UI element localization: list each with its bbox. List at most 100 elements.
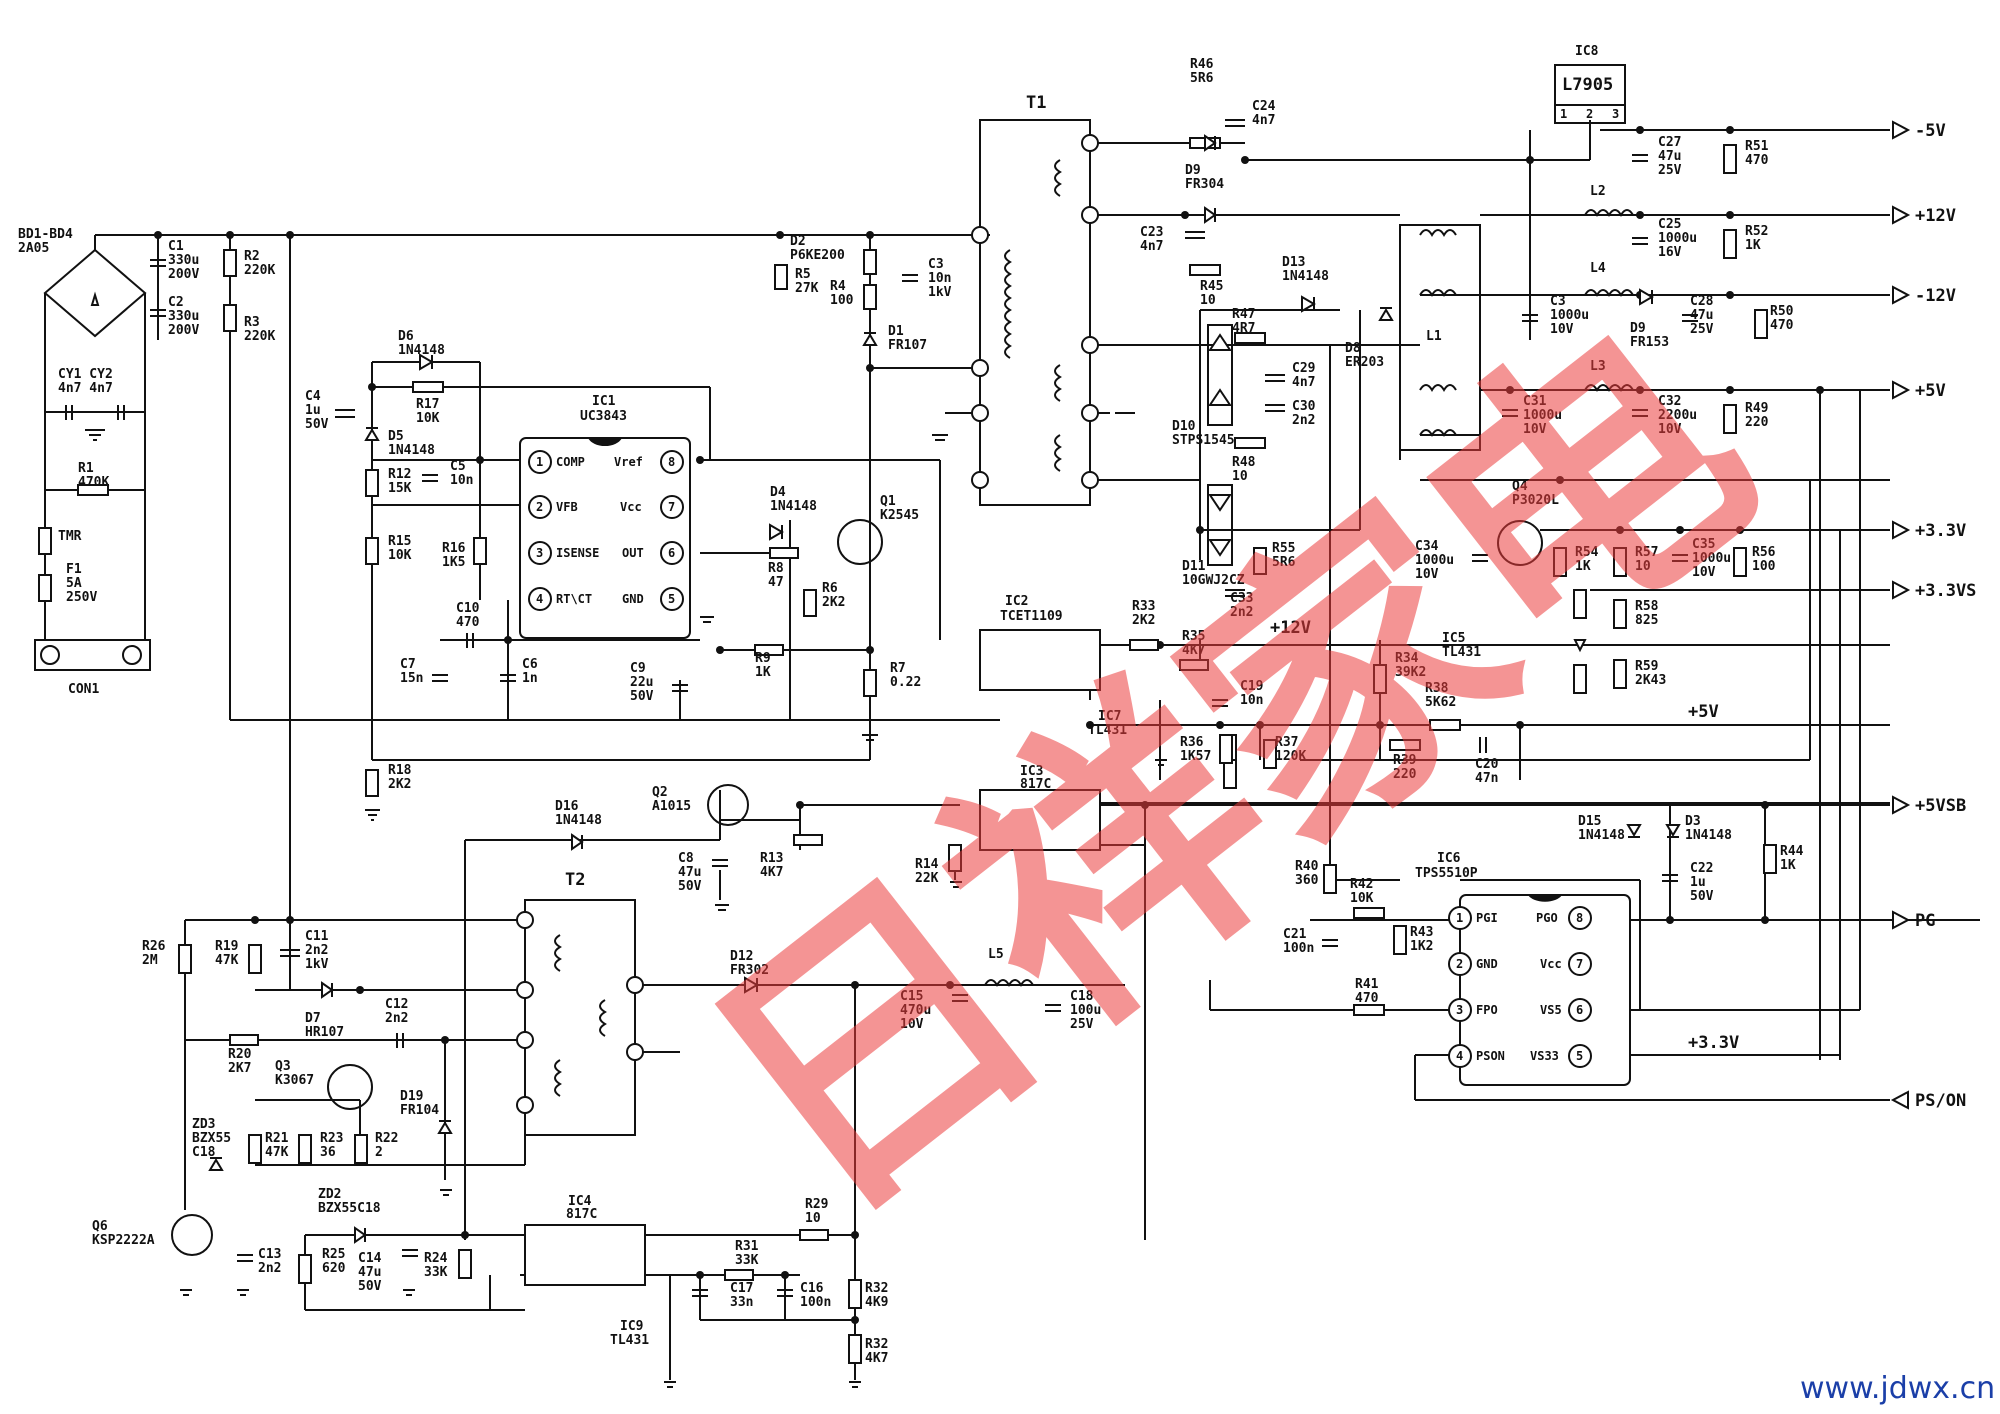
svg-text:PGO: PGO	[1536, 911, 1558, 925]
label-d19-l1: D19	[400, 1089, 423, 1104]
label-c33-l2: 2n2	[1230, 605, 1253, 620]
label-d15-l1: D15	[1578, 814, 1601, 829]
label-c22-l3: 50V	[1690, 889, 1714, 904]
label-c21-l1: C21	[1283, 927, 1307, 942]
label-r38-l1: R38	[1425, 681, 1449, 696]
label-c18-l3: 25V	[1070, 1017, 1094, 1032]
rail-12v: +12V	[1915, 206, 1956, 226]
label-r58-l2: 825	[1635, 613, 1658, 628]
label-c34-l3: 10V	[1415, 567, 1439, 582]
label-q1-l1: Q1	[880, 494, 896, 509]
label-c34-l1: C34	[1415, 539, 1439, 554]
label-c14-l2: 47u	[358, 1265, 381, 1280]
label-c18-l1: C18	[1070, 989, 1094, 1004]
label-r54-l2: 1K	[1575, 559, 1591, 574]
label-r59-l2: 2K43	[1635, 673, 1666, 688]
label-c2-l3: 200V	[168, 323, 199, 338]
label-c23-l1: C23	[1140, 225, 1163, 240]
svg-text:2: 2	[1456, 957, 1463, 971]
label-r3-l1: R3	[244, 315, 260, 330]
label-r37-l2: 120K	[1275, 749, 1306, 764]
label-r54-l1: R54	[1575, 545, 1599, 560]
label-d6-l2: 1N4148	[398, 343, 445, 358]
label-r41-l1: R41	[1355, 977, 1379, 992]
label-c32-l3: 10V	[1658, 422, 1682, 437]
label-c3b-l2: 1000u	[1550, 308, 1589, 323]
svg-text:7: 7	[1576, 957, 1583, 971]
label-c20-l2: 47n	[1475, 771, 1498, 786]
website-link[interactable]: www.jdwx.cn	[1800, 1371, 1995, 1406]
svg-text:PGI: PGI	[1476, 911, 1498, 925]
label-r39-l1: R39	[1393, 753, 1416, 768]
label-r22-l2: 2	[375, 1145, 383, 1160]
label-r24-l1: R24	[424, 1251, 448, 1266]
label-c16-l1: C16	[800, 1281, 824, 1296]
label-r50-l2: 470	[1770, 318, 1794, 333]
rail-3v3: +3.3V	[1915, 521, 1966, 541]
label-c16-l2: 100n	[800, 1295, 831, 1310]
label-c12-l2: 2n2	[385, 1011, 408, 1026]
label-c4-l2: 1u	[305, 403, 321, 418]
label-d1-l2: FR107	[888, 338, 927, 353]
label-c25-l1: C25	[1658, 217, 1681, 232]
t1-label: T1	[1026, 93, 1046, 113]
label-bd-l2: 2A05	[18, 241, 49, 256]
label-zd3-l2: BZX55	[192, 1131, 231, 1146]
label-c4-l1: C4	[305, 389, 321, 404]
label-r26-l2: 2M	[142, 953, 158, 968]
rail-minus12v: -12V	[1915, 286, 1956, 306]
label-r15-l2: 10K	[388, 548, 412, 563]
label-cy-l2: 4n7 4n7	[58, 381, 113, 396]
label-c7-l1: C7	[400, 657, 416, 672]
label-r25-l1: R25	[322, 1247, 345, 1262]
svg-text:GND: GND	[1476, 957, 1498, 971]
label-r42-l1: R42	[1350, 877, 1373, 892]
label-c6-l1: C6	[522, 657, 538, 672]
ic6-part: TPS5510P	[1415, 866, 1478, 881]
label-zd2-l2: BZX55C18	[318, 1201, 381, 1216]
label-q3-l2: K3067	[275, 1073, 314, 1088]
label-c22-l1: C22	[1690, 861, 1713, 876]
label-c32-l2: 2200u	[1658, 408, 1697, 423]
label-q4-l2: P3020L	[1512, 493, 1559, 508]
rail-labels: -5V +12V -12V +5V +3.3V +3.3VS +5VSB PG …	[1270, 121, 1976, 1111]
label-r17-l2: 10K	[416, 411, 440, 426]
label-r1-l2: 470K	[78, 475, 109, 490]
label-c2-l1: C2	[168, 295, 184, 310]
label-r13-l2: 4K7	[760, 865, 783, 880]
label-c13-l1: C13	[258, 1247, 281, 1262]
label-d4-l1: D4	[770, 485, 786, 500]
ic8-ref: IC8	[1575, 44, 1599, 59]
ic3-ref: IC3	[1020, 764, 1043, 779]
label-c27-l1: C27	[1658, 135, 1681, 150]
svg-text:VFB: VFB	[556, 500, 578, 514]
label-r57-l1: R57	[1635, 545, 1658, 560]
label-r5-l2: 27K	[795, 281, 819, 296]
label-c14-l3: 50V	[358, 1279, 382, 1294]
rail-3v3s: +3.3VS	[1915, 581, 1976, 601]
label-c25-l2: 1000u	[1658, 231, 1697, 246]
label-r34-l2: 39K2	[1395, 665, 1426, 680]
label-r32b-l2: 4K7	[865, 1351, 888, 1366]
svg-text:VS33: VS33	[1530, 1049, 1559, 1063]
label-d2-l2: P6KE200	[790, 248, 845, 263]
svg-text:4: 4	[1456, 1049, 1463, 1063]
label-r35-l1: R35	[1182, 629, 1205, 644]
svg-text:7: 7	[668, 500, 675, 514]
label-r20-l1: R20	[228, 1047, 252, 1062]
svg-text:3: 3	[1612, 107, 1619, 121]
label-c35-l3: 10V	[1692, 565, 1716, 580]
label-d11-l2: 10GWJ2CZ	[1182, 573, 1245, 588]
label-r40-l2: 360	[1295, 873, 1319, 888]
label-c6-l2: 1n	[522, 671, 538, 686]
label-c3a-l3: 1kV	[928, 285, 952, 300]
label-r34-l1: R34	[1395, 651, 1419, 666]
label-r23-l2: 36	[320, 1145, 336, 1160]
label-c15-l3: 10V	[900, 1017, 924, 1032]
label-l4-l1: L4	[1590, 261, 1606, 276]
label-c10-l1: C10	[456, 601, 480, 616]
ic1-part: UC3843	[580, 409, 627, 424]
label-c27-l3: 25V	[1658, 163, 1682, 178]
